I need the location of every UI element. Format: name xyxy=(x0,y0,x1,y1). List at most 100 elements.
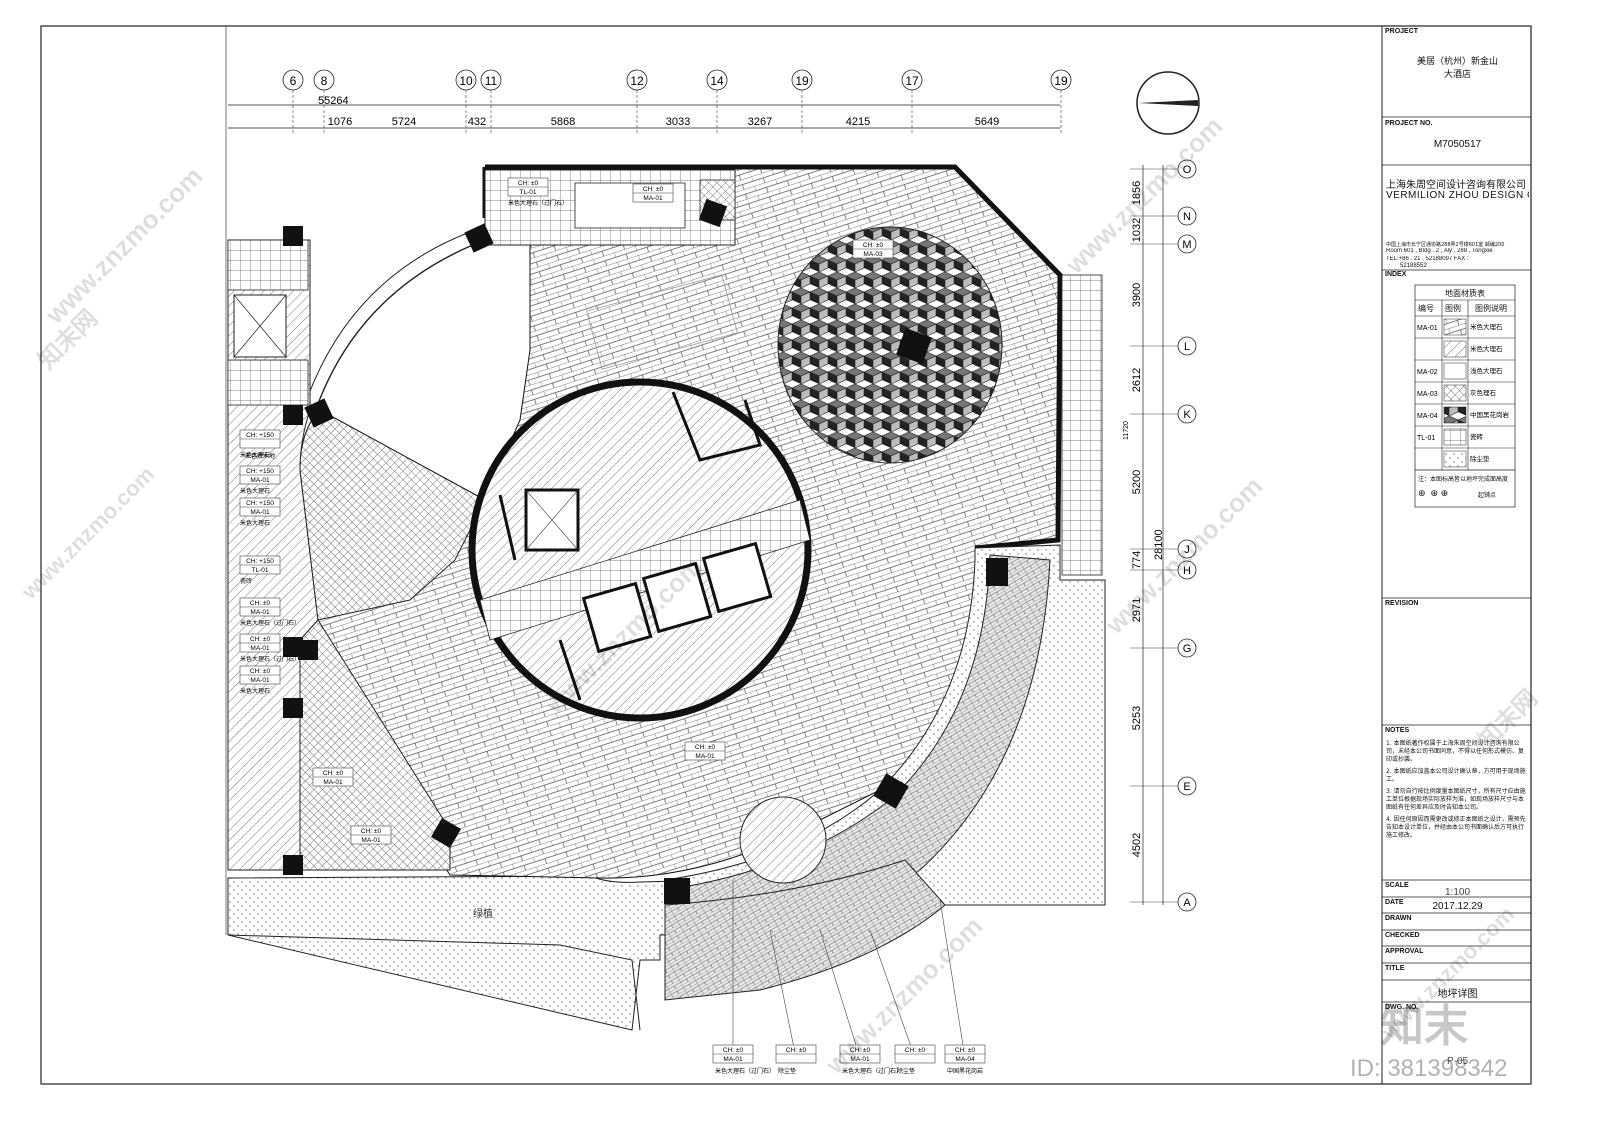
grid-label-right: O xyxy=(1183,164,1192,176)
tag-ch-value: CH: ±0 xyxy=(250,668,271,675)
tag-ch-value: CH: ±0 xyxy=(955,1047,976,1054)
tag-code: MA-01 xyxy=(323,779,343,786)
tag-note: 瓷砖 xyxy=(240,577,252,585)
grid-label-top: 14 xyxy=(710,74,724,88)
round-floor-feature xyxy=(739,796,827,884)
company-cn: 上海朱周空间设计咨询有限公司 xyxy=(1386,180,1526,191)
date-value: 2017.12.29 xyxy=(1432,901,1483,912)
revision-label: REVISION xyxy=(1385,600,1419,607)
right-dimension-value: 1032 xyxy=(1131,218,1143,242)
tag-ch-value: CH: +150 xyxy=(246,468,274,475)
grid-label-right: A xyxy=(1183,897,1191,909)
company-en: VERMILION ZHOU DESIGN GRO xyxy=(1386,190,1529,201)
start-point-symbols-icon: ⊕ ⊕ ⊕ xyxy=(1418,488,1449,498)
drawn-label: DRAWN xyxy=(1385,915,1412,922)
legend-desc: 米色大理石 xyxy=(1470,344,1503,353)
material-tag: CH: ±0MA-03 xyxy=(852,239,894,259)
left-strip-label: 米色拼木地 xyxy=(245,452,275,460)
address-en3: 52188552 xyxy=(1400,263,1427,269)
note-item: 4. 因任何原因而需更改或修正本图纸之设计，需预先告知本设计单位，并经由本公司书… xyxy=(1386,816,1526,839)
overall-dimension: 55264 xyxy=(318,95,349,107)
tag-code: MA-01 xyxy=(643,195,663,202)
grid-label-right: J xyxy=(1184,544,1190,556)
tag-ch-value: CH: ±0 xyxy=(723,1047,744,1054)
tag-code: MA-01 xyxy=(250,645,270,652)
right-dimension-value: 774 xyxy=(1131,551,1143,569)
tag-note: 米色大理石 xyxy=(240,451,270,459)
grid-label-top: 6 xyxy=(290,74,297,88)
legend-swatch xyxy=(1443,340,1467,358)
legend-swatch xyxy=(1443,318,1467,336)
tag-code: MA-01 xyxy=(361,837,381,844)
legend-code: MA-01 xyxy=(1417,325,1438,332)
material-tag: CH: ±0MA-01 xyxy=(350,825,392,845)
tag-note: 米色大理石（过门石） xyxy=(715,1067,775,1075)
scale-value: 1:100 xyxy=(1444,887,1471,898)
address-cn: 中国上海市长宁区通协路288弄2号楼601室 邮编200 xyxy=(1386,242,1505,248)
legend-note: 注：本图标高皆以地坪完成面高度 xyxy=(1418,476,1509,483)
legend-swatch xyxy=(1443,406,1467,424)
date-label: DATE xyxy=(1385,899,1404,906)
legend-code: MA-03 xyxy=(1417,391,1438,398)
tag-ch-value: CH: ±0 xyxy=(323,770,344,777)
tag-note: 除尘垫 xyxy=(778,1067,796,1075)
grid-label-top: 12 xyxy=(630,74,644,88)
structural-columns xyxy=(283,198,1008,904)
top-dimension-value: 5868 xyxy=(551,116,575,128)
dwg-label: DWG. NO. xyxy=(1385,1004,1419,1011)
grid-label-top: 10 xyxy=(459,74,473,88)
left-lower-ma03 xyxy=(299,619,451,871)
project-name-line2: 大酒店 xyxy=(1443,70,1471,80)
tag-note: 米色大理石（过门石） xyxy=(842,1067,902,1075)
scale-label: SCALE xyxy=(1385,882,1409,889)
grid-label-top: 19 xyxy=(795,74,809,88)
tag-code: MA-01 xyxy=(250,509,270,516)
curved-walkway-lower xyxy=(664,859,946,1001)
right-sub-dimension: 11720 xyxy=(1123,421,1130,440)
tag-note: 米色大理石 xyxy=(240,487,270,495)
green-label: 绿植 xyxy=(473,907,493,920)
material-tag: CH: ±0MA-01 xyxy=(684,741,726,761)
grid-label-top: 17 xyxy=(905,74,919,88)
tag-note: 米色大理石（过门石） xyxy=(508,199,568,207)
legend-desc: 瓷砖 xyxy=(1470,432,1484,441)
right-dimension-value: 5253 xyxy=(1131,706,1143,730)
grid-label-right: E xyxy=(1183,781,1190,793)
tag-ch-value: CH: ±0 xyxy=(786,1047,807,1054)
title-label: TITLE xyxy=(1385,965,1405,972)
mosaic-oval-ma04 xyxy=(777,226,1003,464)
top-dimension-value: 3267 xyxy=(748,116,772,128)
index-label: INDEX xyxy=(1385,271,1407,278)
top-dimension-value: 5724 xyxy=(392,116,416,128)
legend-desc: 浅色大理石 xyxy=(1470,366,1503,375)
legend-swatch xyxy=(1443,362,1467,380)
north-arrow-icon xyxy=(1136,71,1200,135)
legend-swatch xyxy=(1443,384,1467,402)
note-item: 1. 本图纸著作权属于上海朱周空间设计咨询有限公司，未经本公司书面同意，不得以任… xyxy=(1386,740,1525,763)
right-overall-dimension: 28100 xyxy=(1153,529,1165,560)
grid-label-top: 8 xyxy=(321,74,328,88)
tag-ch-value: CH: ±0 xyxy=(905,1047,926,1054)
tag-ch-value: CH: ±0 xyxy=(250,600,271,607)
legend-swatch xyxy=(1443,428,1467,446)
tag-note: 米色大理石（过门石） xyxy=(240,619,300,627)
material-tag: CH: ±0MA-01 xyxy=(632,183,674,203)
checked-label: CHECKED xyxy=(1385,932,1420,939)
tag-code: MA-01 xyxy=(250,477,270,484)
legend-header-code: 编号 xyxy=(1418,304,1434,313)
right-dimension-value: 1856 xyxy=(1131,181,1143,205)
